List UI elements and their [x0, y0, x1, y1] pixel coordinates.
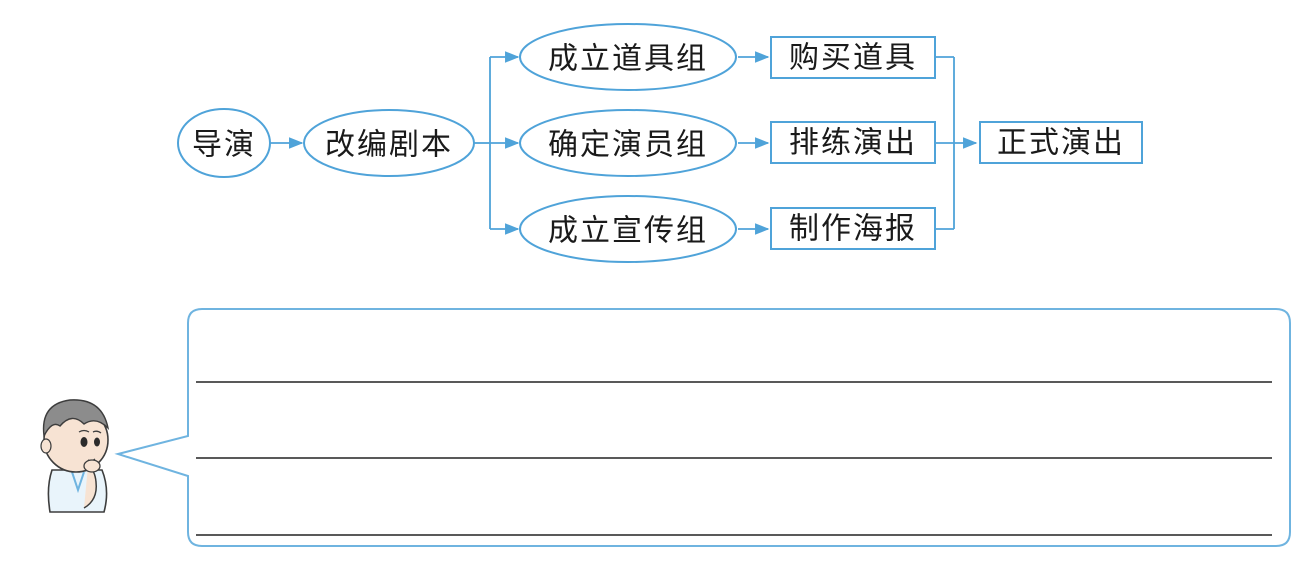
node-make-poster-label: 制作海报	[789, 212, 917, 247]
node-rehearse-label: 排练演出	[789, 126, 917, 161]
thinking-boy-illustration	[40, 399, 110, 513]
node-adapt-script	[303, 109, 475, 177]
node-director	[177, 108, 271, 178]
node-promo-group	[519, 195, 737, 263]
node-props-group-label: 成立道具组	[548, 42, 708, 77]
node-rehearse	[770, 121, 936, 164]
node-cast-group-label: 确定演员组	[548, 128, 708, 163]
node-make-poster	[770, 207, 936, 250]
node-final-performance	[979, 121, 1143, 164]
node-final-performance-label: 正式演出	[997, 126, 1125, 161]
node-cast-group	[519, 109, 737, 177]
node-adapt-script-label: 改编剧本	[325, 128, 453, 163]
node-director-label: 导演	[192, 128, 256, 163]
node-promo-group-label: 成立宣传组	[548, 214, 708, 249]
node-buy-props-label: 购买道具	[789, 41, 917, 76]
speech-bubble	[114, 308, 1291, 547]
node-props-group	[519, 23, 737, 91]
node-buy-props	[770, 36, 936, 79]
